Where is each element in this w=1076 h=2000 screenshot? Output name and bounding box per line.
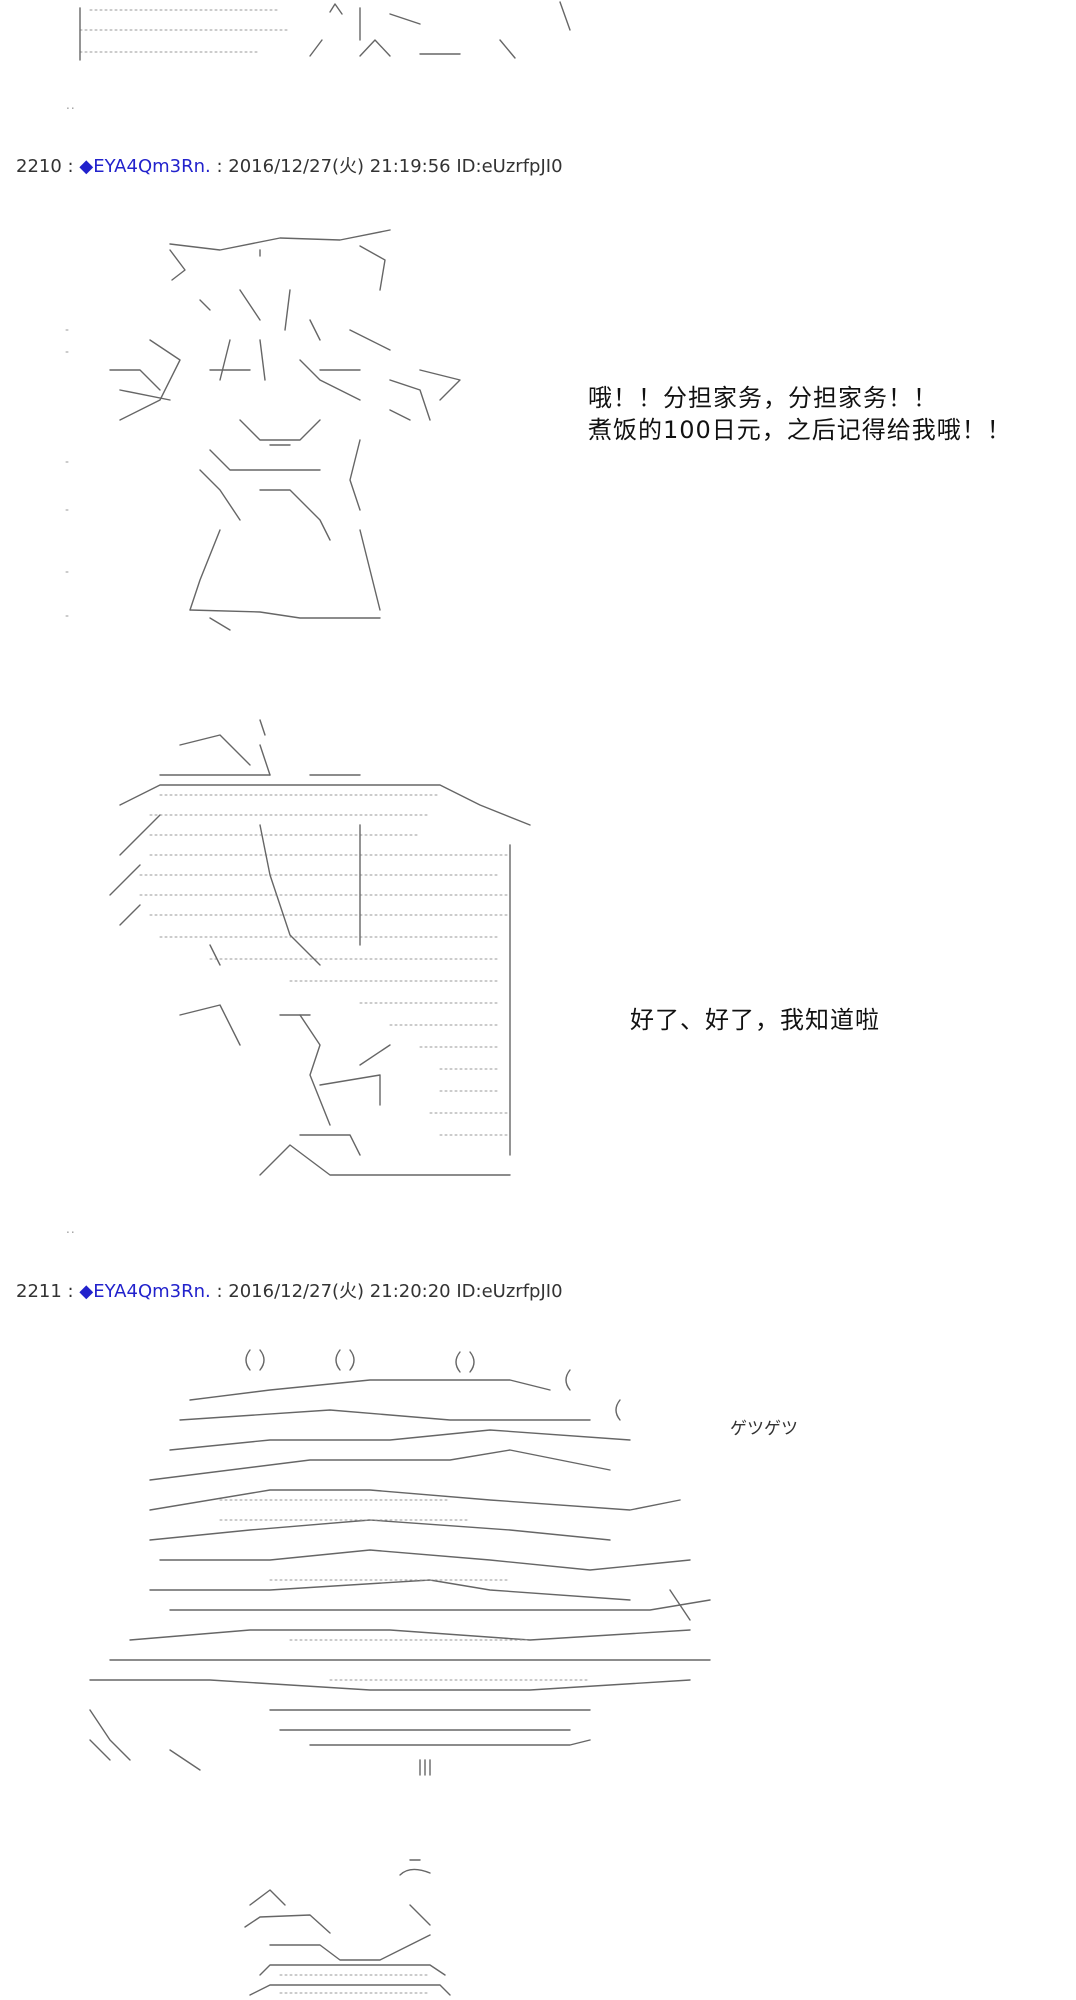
top-art-fragment [79, 1, 571, 61]
trip-diamond-icon: ◆ [79, 1281, 94, 1302]
separator: : [67, 156, 74, 177]
dots-marker: .. [66, 98, 76, 112]
post-date: 2016/12/27(火) 21:20:20 [228, 1281, 451, 1302]
dialog-line: 好了、好了，我知道啦 [630, 1006, 880, 1034]
dots-marker: .. [66, 1222, 76, 1236]
separator: : [216, 1281, 223, 1302]
post-number: 2210 [16, 156, 62, 177]
poster-name[interactable]: EYA4Qm3Rn. [93, 156, 211, 177]
poster-name[interactable]: EYA4Qm3Rn. [93, 1281, 211, 1302]
post-id[interactable]: ID:eUzrfpJI0 [456, 156, 563, 177]
dialog-line: 哦！！分担家务，分担家务！！ [588, 384, 938, 412]
separator: : [216, 156, 223, 177]
ascii-art-girl-hat [65, 229, 461, 631]
post-header: 2210 : ◆EYA4Qm3Rn. : 2016/12/27(火) 21:19… [16, 157, 563, 177]
post-id[interactable]: ID:eUzrfpJI0 [456, 1281, 563, 1302]
separator: : [67, 1281, 74, 1302]
dialog-line: 煮饭的100日元，之后记得给我哦！！ [588, 416, 1012, 444]
post-number: 2211 [16, 1281, 62, 1302]
ascii-art-bottom-fragment [244, 1859, 451, 1996]
ascii-art-cooking-scene [89, 1349, 711, 1776]
ascii-art-girl-long-hair [109, 719, 531, 1176]
post-header: 2211 : ◆EYA4Qm3Rn. : 2016/12/27(火) 21:20… [16, 1282, 563, 1302]
sound-effect-text: ゲツゲツ [730, 1419, 798, 1439]
post-date: 2016/12/27(火) 21:19:56 [228, 156, 451, 177]
trip-diamond-icon: ◆ [79, 156, 94, 177]
